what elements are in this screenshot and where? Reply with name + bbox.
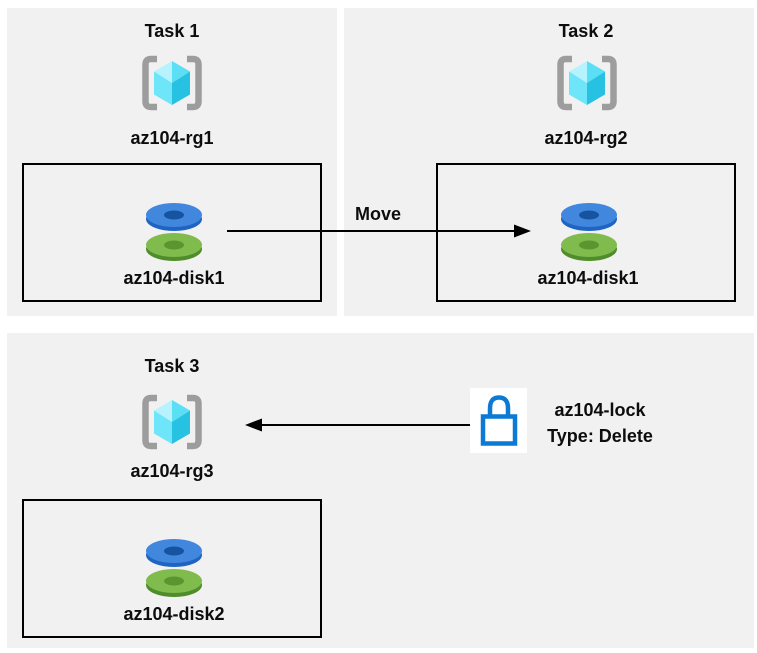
task1-title: Task 1 <box>144 21 200 41</box>
move-arrow <box>227 224 531 238</box>
task2-disk-label: az104-disk1 <box>537 268 639 288</box>
task3-resource-group-label: az104-rg3 <box>130 461 214 481</box>
task1-disk-label: az104-disk1 <box>123 268 225 288</box>
task1-panel: Task 1 az104-rg1 az104-disk1 <box>7 8 337 316</box>
task2-panel: Task 2 az104-rg2 az104-disk1 <box>344 8 754 316</box>
lock-tile <box>470 388 527 453</box>
task2-title: Task 2 <box>558 21 614 41</box>
resource-group-icon <box>142 394 202 450</box>
lock-arrow <box>245 418 470 432</box>
task1-resource-group-label: az104-rg1 <box>130 128 214 148</box>
lock-name: az104-lock <box>554 400 646 420</box>
move-arrow-label: Move <box>354 204 401 224</box>
disk-icon <box>146 539 202 597</box>
task3-disk-box: az104-disk2 <box>22 499 322 638</box>
task2-disk-box: az104-disk1 <box>436 163 736 302</box>
task3-panel: Task 3 az104-rg3 az104-disk2 <box>7 333 754 648</box>
lock-type: Type: Delete <box>547 426 653 446</box>
task2-resource-group-label: az104-rg2 <box>544 128 628 148</box>
disk-icon <box>561 203 617 261</box>
lock-icon <box>480 394 517 446</box>
task1-disk-box: az104-disk1 <box>22 163 322 302</box>
resource-group-icon <box>142 55 202 111</box>
task3-title: Task 3 <box>144 356 200 376</box>
resource-group-icon <box>557 55 617 111</box>
disk-icon <box>146 203 202 261</box>
task3-disk-label: az104-disk2 <box>123 604 225 624</box>
lock-label: az104-lock Type: Delete <box>538 397 662 449</box>
